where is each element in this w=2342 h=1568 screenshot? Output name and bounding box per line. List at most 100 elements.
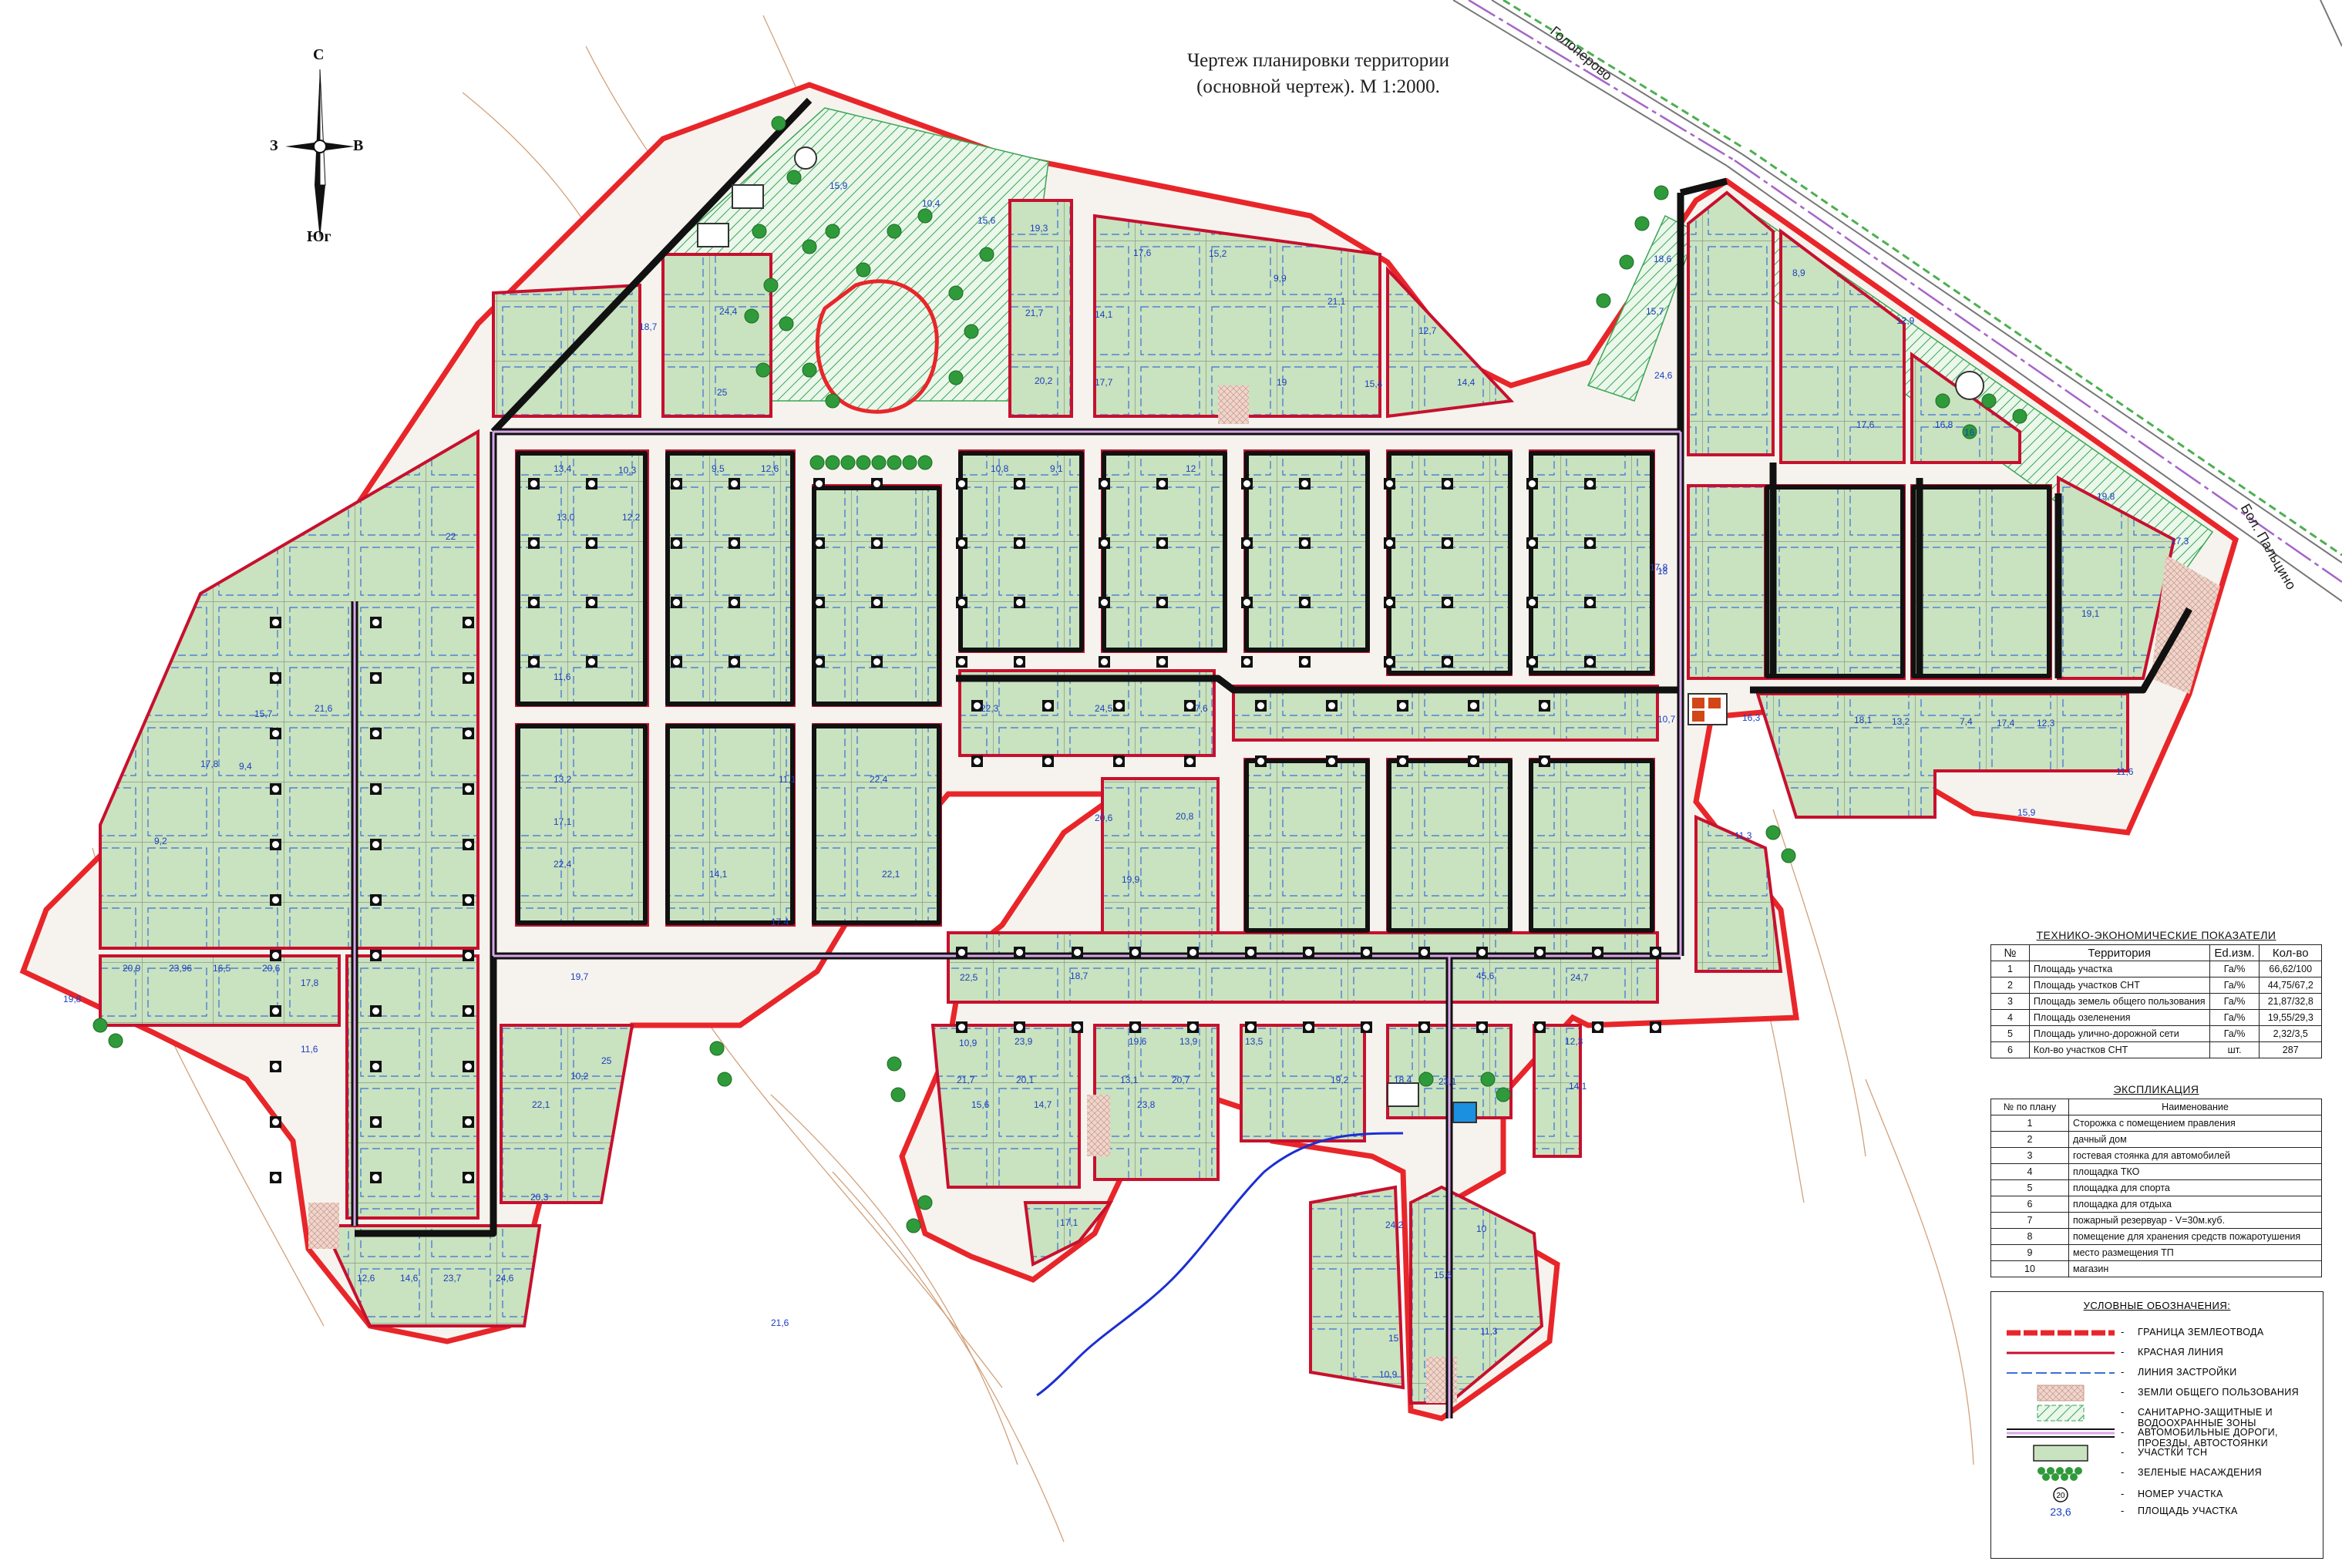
plot-number-marker-dot bbox=[1529, 599, 1536, 606]
plot-area-label: 14,1 bbox=[709, 869, 728, 880]
plot-area-label: 9,5 bbox=[712, 463, 725, 474]
plot-area-label: 24,5 bbox=[1095, 703, 1113, 714]
plot-area-label: 13,0 bbox=[557, 512, 575, 523]
plot-area-label: 13,5 bbox=[1245, 1036, 1264, 1047]
plot-number-marker-dot bbox=[816, 599, 823, 606]
plot-number-marker-dot bbox=[873, 658, 880, 665]
plot-area-label: 15 bbox=[1388, 1333, 1399, 1344]
plot-number-marker-dot bbox=[1101, 599, 1108, 606]
tree bbox=[887, 1056, 902, 1072]
trees-icon bbox=[2037, 1467, 2082, 1481]
plot-number-marker-dot bbox=[465, 952, 472, 959]
plot-area-label: 10 bbox=[1476, 1223, 1487, 1234]
plot-area-label: 24,6 bbox=[496, 1273, 514, 1284]
plot-area-label: 8,9 bbox=[1792, 268, 1805, 278]
plot-area-label: 11,6 bbox=[554, 671, 571, 682]
legend-item: 23,6 -ПЛОЩАДЬ УЧАСТКА bbox=[1991, 1502, 2323, 1522]
plot-number-marker-dot bbox=[1016, 540, 1023, 547]
plot-number-marker-dot bbox=[1444, 480, 1451, 487]
plot-area-label: 12,9 bbox=[1896, 315, 1915, 326]
tree bbox=[1418, 1072, 1434, 1087]
plot-area-label: 23,8 bbox=[1137, 1099, 1156, 1110]
plot-area-label: 10,4 bbox=[922, 198, 941, 209]
plot-area-label: 14,4 bbox=[1457, 377, 1476, 388]
plot-area-label: 23,96 bbox=[169, 963, 192, 974]
plot-number-marker-dot bbox=[1594, 949, 1601, 956]
plot-number-marker-dot bbox=[1541, 702, 1548, 709]
plot-number-marker-dot bbox=[588, 540, 595, 547]
plot-area-label: 12,6 bbox=[761, 463, 779, 474]
plot-area-label: 22,5 bbox=[960, 972, 978, 983]
plot-area-label: 19 bbox=[1277, 377, 1287, 388]
plot-number-marker-dot bbox=[372, 786, 379, 792]
plot-area-label: 22,4 bbox=[554, 859, 572, 870]
plot-number-marker-dot bbox=[1186, 758, 1193, 765]
facilities bbox=[697, 146, 1984, 1123]
plot-area-label: 17,8 bbox=[301, 977, 319, 988]
plot-area-label: 21,1 bbox=[1327, 296, 1346, 307]
plot-area-label: 19,1 bbox=[2081, 608, 2100, 619]
plot-area-label: 16 bbox=[1964, 427, 1975, 438]
plot-number-marker-dot bbox=[1301, 540, 1308, 547]
tep-header-unit: Ed.изм. bbox=[2209, 944, 2260, 961]
tep-header-qty: Кол-во bbox=[2259, 944, 2322, 961]
plot-area-label: 17,8 bbox=[200, 759, 219, 769]
plot-number-marker-dot bbox=[1016, 658, 1023, 665]
plot-area-label: 20,7 bbox=[1172, 1075, 1190, 1085]
plot-number-marker-dot bbox=[1159, 658, 1166, 665]
plot-area-label: 15,7 bbox=[1646, 306, 1664, 317]
plot-area-label: 12,3 bbox=[1565, 1036, 1583, 1047]
tree bbox=[1765, 825, 1781, 840]
pond bbox=[815, 279, 939, 414]
plot-area-label: 11,6 bbox=[2116, 766, 2134, 777]
plot-number-marker-dot bbox=[465, 1008, 472, 1014]
plot-area-label: 14,6 bbox=[400, 1273, 419, 1284]
plot-number-marker-dot bbox=[465, 619, 472, 626]
road-icon bbox=[2007, 1428, 2115, 1438]
legend-item: -ГРАНИЦА ЗЕМЛЕОТВОДА bbox=[1991, 1323, 2323, 1343]
tree bbox=[840, 455, 856, 470]
road-network bbox=[351, 97, 2192, 1418]
plot-number-marker-dot bbox=[731, 658, 738, 665]
plot-number-marker-dot bbox=[1074, 949, 1081, 956]
plot-number-marker-dot bbox=[1594, 1024, 1601, 1031]
plot-number-markers bbox=[270, 478, 1661, 1183]
plot-area-label: 12,2 bbox=[622, 512, 641, 523]
tree bbox=[93, 1018, 108, 1033]
tree bbox=[948, 285, 964, 301]
highway-top bbox=[1452, 0, 2342, 602]
plot-number-marker-dot bbox=[1243, 480, 1250, 487]
plot-area-label: 22,4 bbox=[870, 774, 888, 785]
plot-area-label: 9,1 bbox=[1050, 463, 1063, 474]
plot-number-marker-dot bbox=[1529, 480, 1536, 487]
legend-item: -ЗЕМЛИ ОБЩЕГО ПОЛЬЗОВАНИЯ bbox=[1991, 1383, 2323, 1403]
plot-number-marker-dot bbox=[1536, 949, 1543, 956]
tree bbox=[1981, 393, 1997, 409]
plot-area-label: 9,2 bbox=[154, 836, 167, 846]
tree bbox=[752, 224, 767, 239]
plot-area-label: 18,6 bbox=[1654, 254, 1672, 264]
common-land-icon bbox=[2037, 1385, 2085, 1401]
plot-number-marker-dot bbox=[272, 1174, 279, 1181]
tree bbox=[871, 455, 887, 470]
tree bbox=[802, 239, 817, 254]
plot-area-label: 13,4 bbox=[554, 463, 572, 474]
plot-number-marker-dot bbox=[1399, 758, 1406, 765]
tree bbox=[979, 247, 994, 262]
plot-area-label: 9,4 bbox=[239, 761, 252, 772]
plot-number-marker-dot bbox=[1328, 702, 1335, 709]
plot-area-label: 17,7 bbox=[1095, 377, 1113, 388]
plot-area-label: 20,6 bbox=[1095, 813, 1113, 823]
tree bbox=[763, 278, 779, 293]
plot-area-label: 17,8 bbox=[1650, 562, 1668, 573]
plot-area-label: 20,2 bbox=[1035, 375, 1053, 386]
plot-area-label: 12,7 bbox=[1418, 325, 1437, 336]
plot-number-marker-dot bbox=[1386, 599, 1393, 606]
plot-area-label: 17,6 bbox=[1133, 247, 1152, 258]
